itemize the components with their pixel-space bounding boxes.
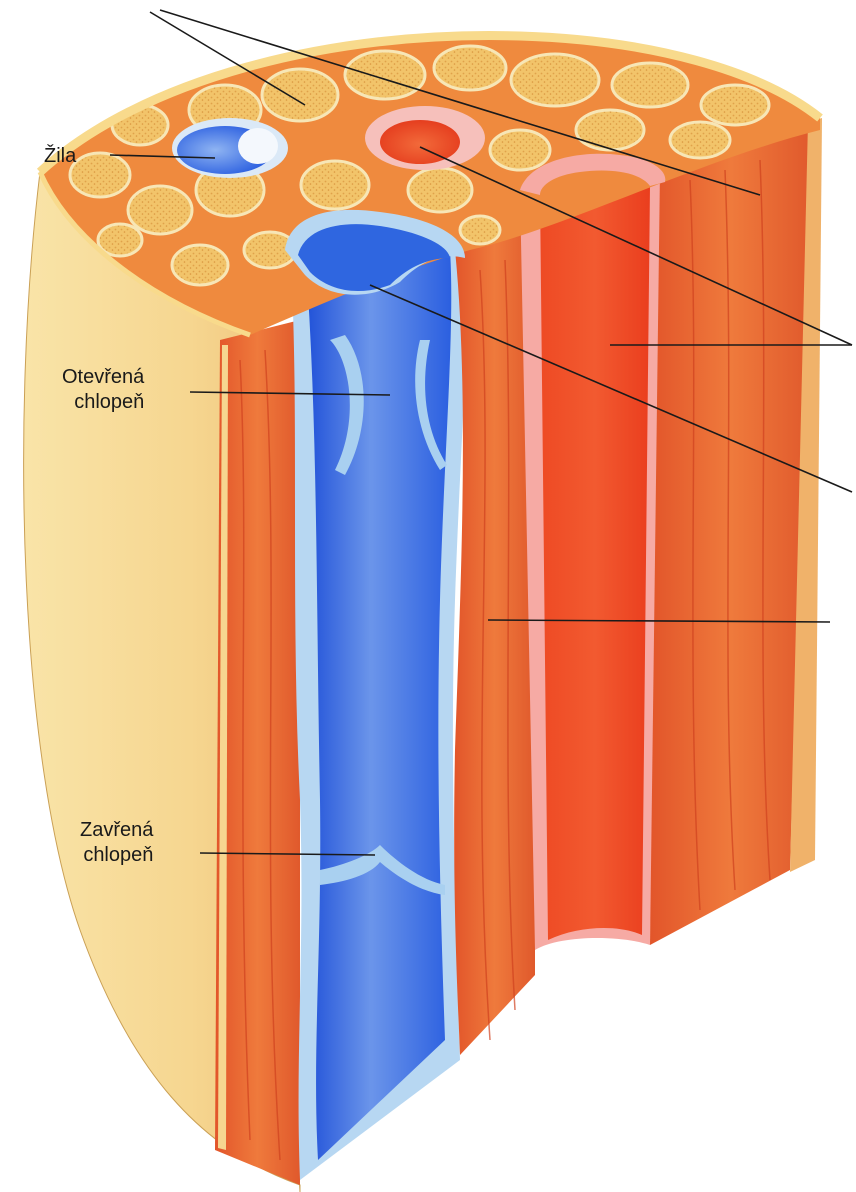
label-closed-valve-line1: Zavřená xyxy=(80,818,153,843)
vein-column-lumen xyxy=(305,250,451,1160)
label-vein-text: Žila xyxy=(44,144,76,169)
label-open-valve-line2: chlopeň xyxy=(62,390,144,415)
label-vein: Žila xyxy=(44,144,76,169)
label-open-valve: Otevřená chlopeň xyxy=(62,365,144,415)
label-open-valve-line1: Otevřená xyxy=(62,365,144,390)
label-closed-valve: Zavřená chlopeň xyxy=(80,818,153,868)
muscle-left-face xyxy=(215,320,300,1185)
muscle-middle-face xyxy=(454,230,535,1055)
artery-column-lumen xyxy=(540,185,650,940)
label-closed-valve-line2: chlopeň xyxy=(80,843,153,868)
